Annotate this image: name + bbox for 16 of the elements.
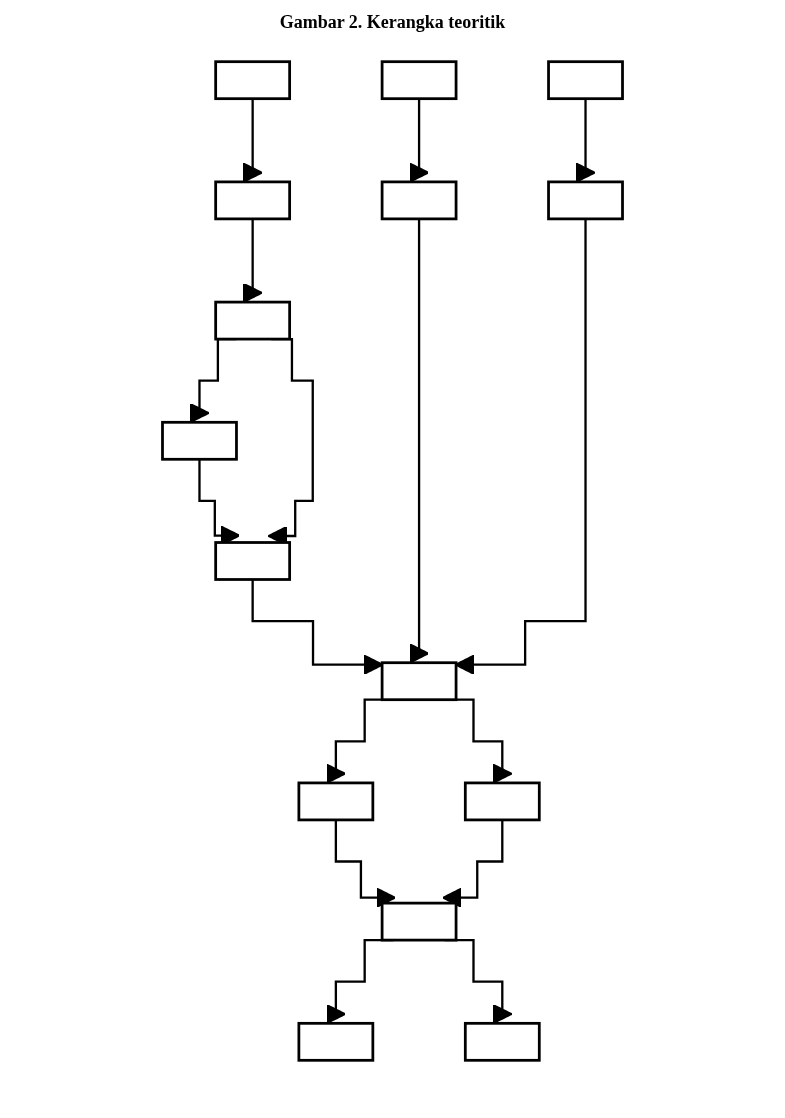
node-box — [380, 661, 458, 702]
node-box — [214, 180, 291, 221]
node-box — [297, 781, 375, 822]
node-box — [463, 1021, 541, 1062]
node-box — [214, 60, 291, 101]
node-box — [380, 901, 458, 942]
node-box — [214, 541, 291, 581]
node-box — [463, 781, 541, 822]
node-box — [161, 420, 238, 461]
node-box — [547, 60, 624, 101]
node-box — [297, 1021, 375, 1062]
node-box — [380, 60, 458, 101]
node-box — [547, 180, 624, 221]
figure-title: Gambar 2. Kerangka teoritik — [279, 12, 506, 33]
node-box — [214, 300, 291, 341]
node-box — [380, 180, 458, 221]
